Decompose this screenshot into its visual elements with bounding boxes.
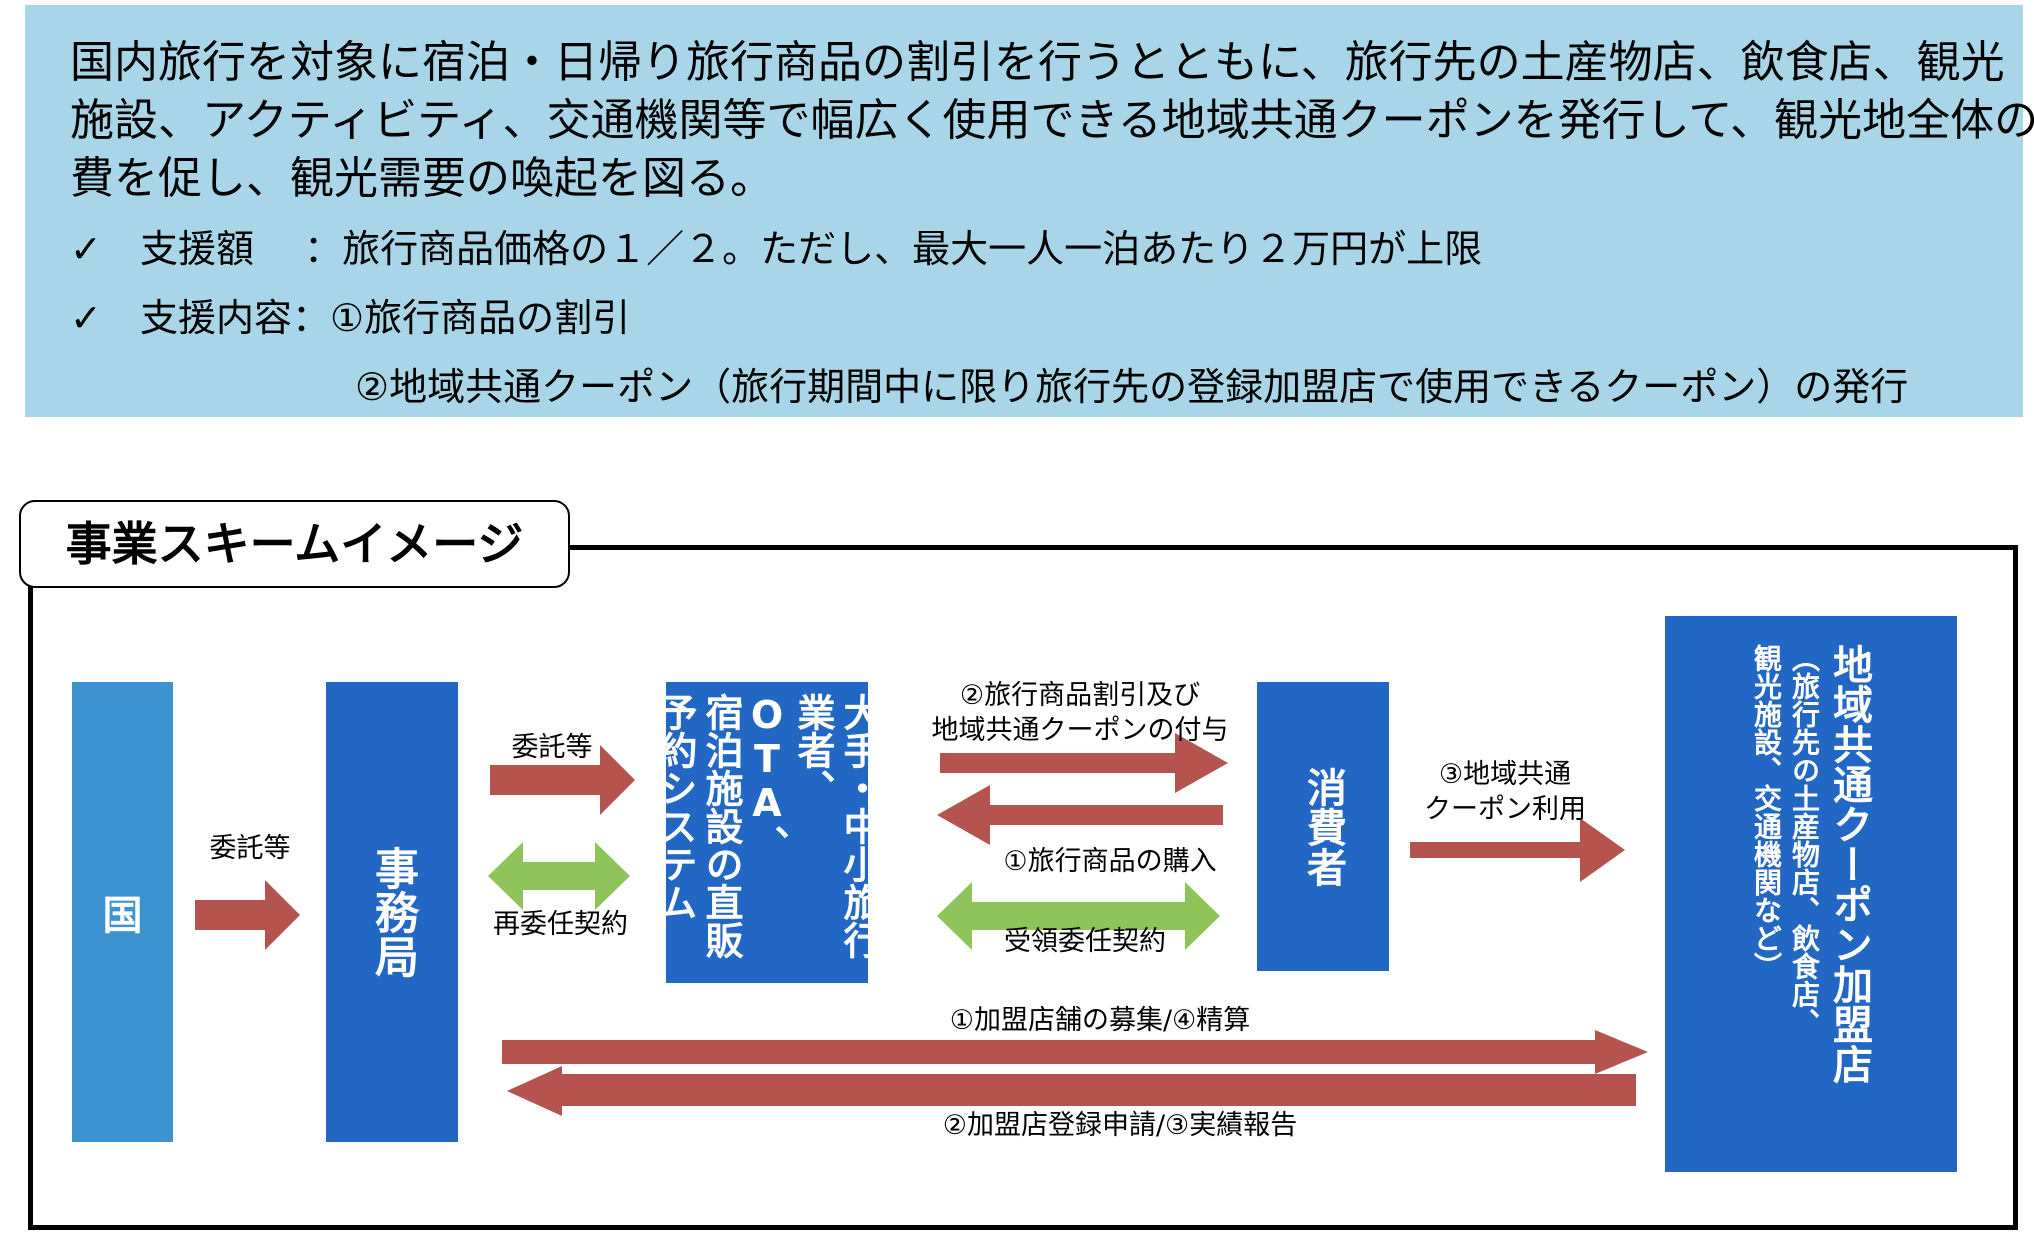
country-label: 国 bbox=[102, 893, 143, 939]
member-store-box: 地域共通クーポン加盟店 （旅行先の土産物店、飲食店、 観光施設、交通機関など） bbox=[1665, 616, 1957, 1172]
travel-agency-line-2: 業者、OTA、 bbox=[745, 692, 835, 863]
recommission-label: 再委任契約 bbox=[493, 909, 628, 940]
member-store-sub-line-2: 観光施設、交通機関など） bbox=[1750, 644, 1783, 980]
summary-panel: 国内旅行を対象に宿泊・日帰り旅行商品の割引を行うとともに、旅行先の土産物店、飲食… bbox=[25, 5, 2034, 417]
arrow-recruit-secretariat-to-store bbox=[502, 1030, 1648, 1074]
support-amount-text: 支援額 ：旅行商品価格の１／２。ただし、最大一人一泊あたり２万円が上限 bbox=[140, 227, 1483, 271]
arrow-purchase-consumer-to-agency bbox=[937, 785, 1223, 845]
intro-line-1: 国内旅行を対象に宿泊・日帰り旅行商品の割引を行うとともに、旅行先の土産物店、飲食… bbox=[70, 37, 2005, 88]
commission-label-2: 委託等 bbox=[511, 732, 593, 763]
arrow-coupon-use-consumer-to-store bbox=[1410, 818, 1625, 882]
scheme-frame bbox=[28, 545, 2018, 1230]
commission-label-1: 委託等 bbox=[209, 833, 291, 864]
arrow-receipt-contract-double bbox=[937, 882, 1220, 950]
recruit-settle-label: ①加盟店舗の募集/④精算 bbox=[949, 1005, 1251, 1036]
purchase-label: ①旅行商品の購入 bbox=[1003, 846, 1217, 877]
support-content-text: 支援内容：①旅行商品の割引 bbox=[140, 296, 631, 340]
secretariat-label: 事務局 bbox=[367, 846, 418, 978]
member-store-label: 地域共通クーポン加盟店 （旅行先の土産物店、飲食店、 観光施設、交通機関など） bbox=[1747, 644, 1875, 1144]
support-content-continuation: ②地域共通クーポン（旅行期間中に限り旅行先の登録加盟店で使用できるクーポン）の発… bbox=[355, 365, 1909, 409]
arrow-commission-secretariat-to-agency bbox=[490, 745, 635, 815]
member-store-sub-line-1: （旅行先の土産物店、飲食店、 bbox=[1788, 644, 1821, 1036]
discount-label-line-2: 地域共通クーポンの付与 bbox=[931, 715, 1229, 746]
check-icon: ✓ bbox=[70, 296, 102, 340]
travel-agency-line-3: 宿泊施設の直販 bbox=[699, 692, 743, 959]
member-store-title: 地域共通クーポン加盟店 bbox=[1826, 644, 1872, 1084]
scheme-title-tab bbox=[19, 500, 570, 588]
travel-agency-line-4: 予約システム bbox=[653, 692, 697, 921]
arrow-commission-country-to-secretariat bbox=[195, 880, 300, 950]
consumer-box: 消費者 bbox=[1257, 682, 1389, 971]
travel-agency-box: 大手・中小旅行 業者、OTA、 宿泊施設の直販 予約システム bbox=[653, 682, 881, 983]
intro-line-3: 費を促し、観光需要の喚起を図る。 bbox=[70, 153, 774, 204]
arrow-recommission-double bbox=[488, 842, 630, 910]
check-icon: ✓ bbox=[70, 227, 102, 271]
discount-label-line-1: ②旅行商品割引及び bbox=[959, 680, 1201, 711]
consumer-label: 消費者 bbox=[1300, 766, 1346, 887]
intro-line-2: 施設、アクティビティ、交通機関等で幅広く使用できる地域共通クーポンを発行して、観… bbox=[70, 95, 2034, 146]
country-box: 国 bbox=[72, 682, 173, 1142]
receipt-contract-label: 受領委任契約 bbox=[1004, 926, 1166, 957]
register-report-label: ②加盟店登録申請/③実績報告 bbox=[942, 1110, 1298, 1141]
coupon-use-label-line-1: ③地域共通 bbox=[1438, 759, 1572, 790]
secretariat-box: 事務局 bbox=[326, 682, 458, 1142]
travel-agency-label: 大手・中小旅行 業者、OTA、 宿泊施設の直販 予約システム bbox=[652, 693, 882, 973]
coupon-use-label-line-2: クーポン利用 bbox=[1424, 794, 1586, 825]
arrow-register-store-to-secretariat bbox=[507, 1066, 1636, 1116]
arrow-discount-agency-to-consumer bbox=[940, 733, 1228, 793]
scheme-title: 事業スキームイメージ bbox=[65, 517, 524, 571]
travel-agency-line-1: 大手・中小旅行 bbox=[837, 692, 881, 959]
